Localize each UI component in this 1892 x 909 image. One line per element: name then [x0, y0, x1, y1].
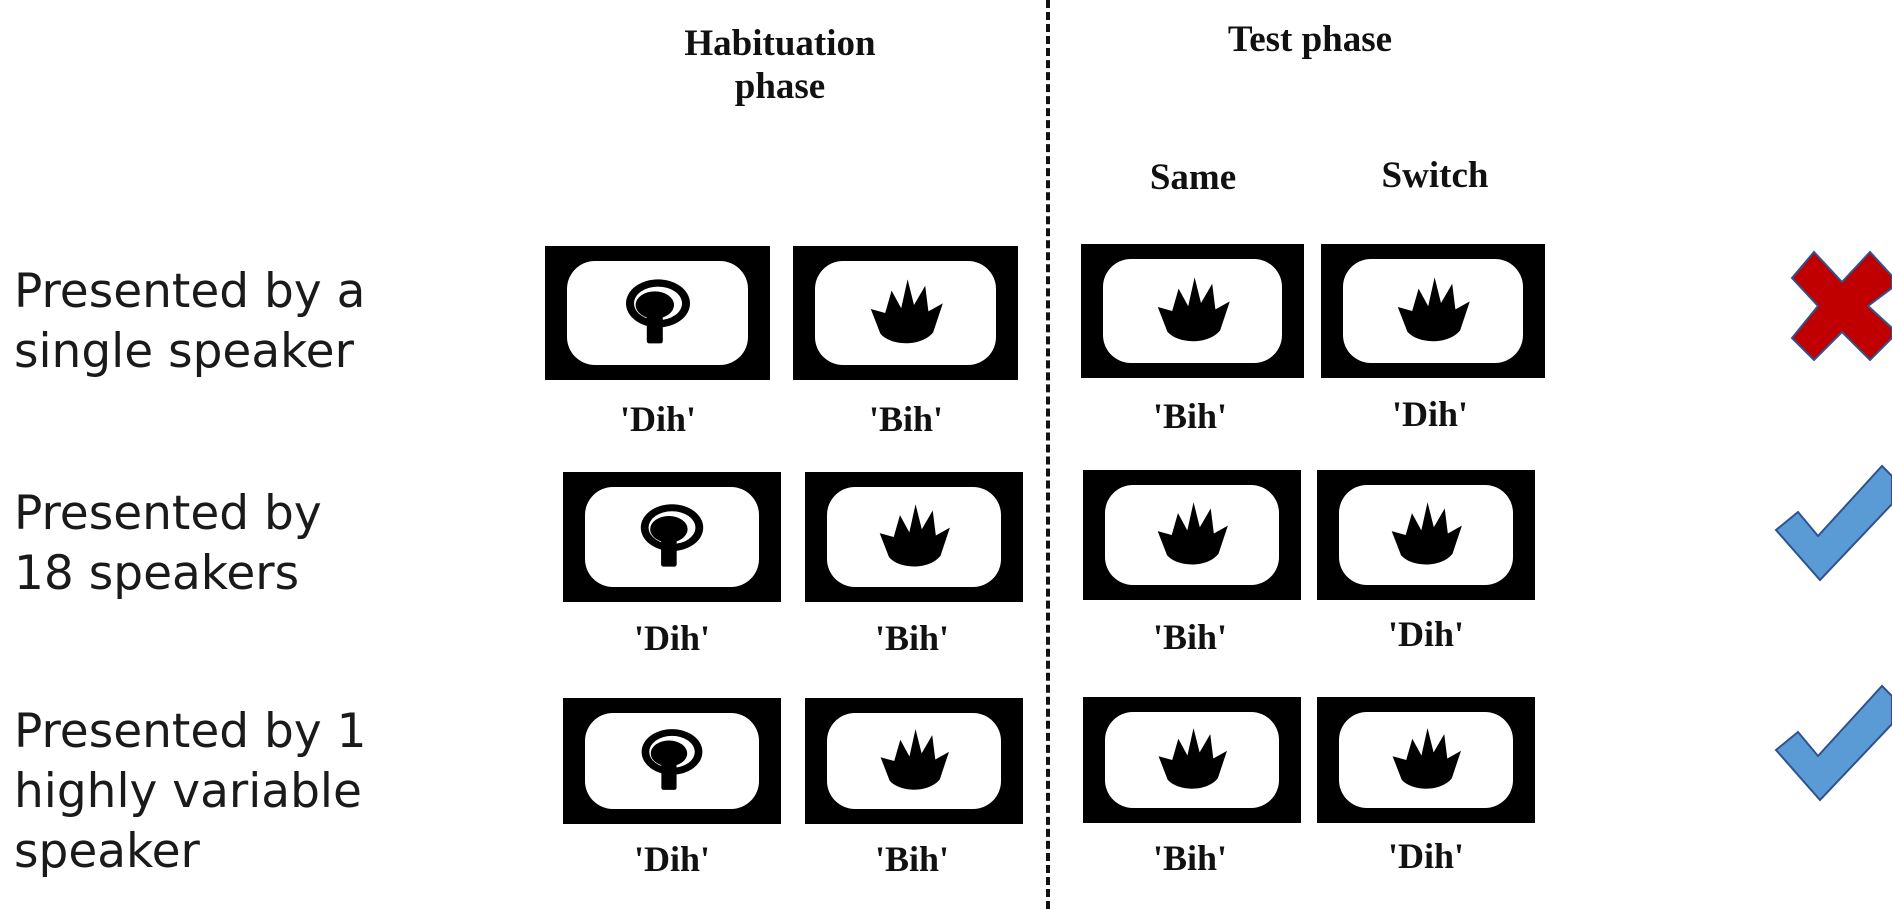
- word-label: 'Bih': [1152, 396, 1228, 436]
- test-phase-header: Test phase: [1227, 19, 1393, 60]
- switch-header: Switch: [1381, 155, 1489, 196]
- crown-object-icon: [1153, 496, 1231, 574]
- crown-object-icon: [876, 723, 952, 799]
- row-label-variable-speaker: Presented by 1 highly variable speaker: [14, 704, 367, 879]
- habituation-phase-header: Habituation phase: [684, 23, 876, 107]
- lollipop-object-icon: [634, 723, 710, 799]
- lollipop-object-icon: [618, 273, 698, 353]
- row-label-18-speakers: Presented by 18 speakers: [14, 486, 322, 601]
- word-label: 'Bih': [1152, 838, 1228, 878]
- word-label: 'Bih': [874, 839, 950, 879]
- test-same-card: [1083, 697, 1301, 823]
- crown-object-icon: [1153, 271, 1233, 351]
- crown-object-icon: [1387, 496, 1465, 574]
- cross-icon: [1790, 250, 1892, 362]
- word-label: 'Bih': [868, 399, 944, 439]
- habituation-card-bih: [805, 698, 1023, 824]
- crown-object-icon: [1154, 722, 1230, 798]
- habituation-card-bih: [805, 472, 1023, 602]
- phase-divider: [1046, 0, 1050, 909]
- habituation-card-dih: [563, 472, 781, 602]
- word-label: 'Dih': [619, 399, 697, 439]
- word-label: 'Dih': [633, 839, 711, 879]
- crown-object-icon: [1393, 271, 1473, 351]
- word-label: 'Dih': [633, 618, 711, 658]
- word-label: 'Dih': [1391, 394, 1469, 434]
- habituation-card-dih: [563, 698, 781, 824]
- test-switch-card: [1321, 244, 1545, 378]
- habituation-card-bih: [793, 246, 1018, 380]
- word-label: 'Dih': [1387, 836, 1465, 876]
- check-icon: [1774, 464, 1892, 582]
- test-same-card: [1081, 244, 1304, 378]
- crown-object-icon: [875, 498, 953, 576]
- word-label: 'Bih': [1152, 617, 1228, 657]
- test-switch-card: [1317, 470, 1535, 600]
- crown-object-icon: [1388, 722, 1464, 798]
- row-label-single-speaker: Presented by a single speaker: [14, 264, 366, 379]
- check-icon: [1774, 684, 1892, 802]
- same-header: Same: [1149, 157, 1237, 198]
- word-label: 'Dih': [1387, 614, 1465, 654]
- test-switch-card: [1317, 697, 1535, 823]
- lollipop-object-icon: [633, 498, 711, 576]
- test-same-card: [1083, 470, 1301, 600]
- habituation-card-dih: [545, 246, 770, 380]
- crown-object-icon: [866, 273, 946, 353]
- word-label: 'Bih': [874, 618, 950, 658]
